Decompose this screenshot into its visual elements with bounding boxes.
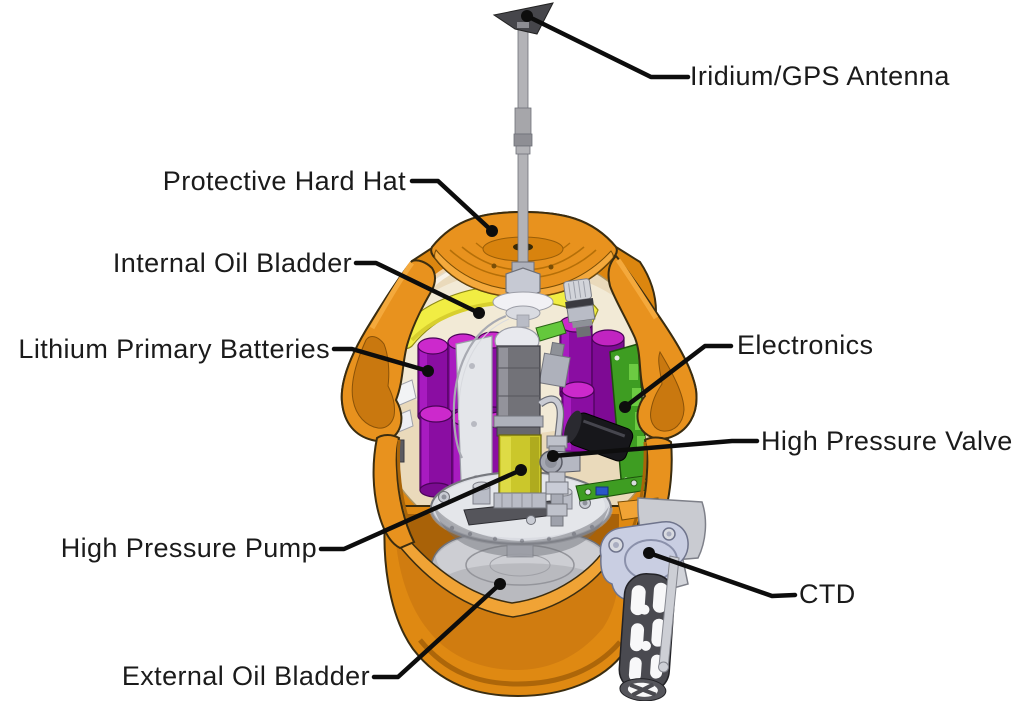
label-lithium-primary-batteries: Lithium Primary Batteries [18, 334, 330, 364]
antenna-cable [452, 314, 507, 459]
label-internal-oil-bladder: Internal Oil Bladder [112, 248, 352, 278]
leader-electronics [622, 343, 734, 410]
label-high-pressure-valve: High Pressure Valve [761, 426, 1013, 456]
leader-lines [318, 13, 798, 680]
black-sensor-cylinder [564, 410, 634, 462]
label-protective-hard-hat: Protective Hard Hat [162, 166, 406, 196]
label-high-pressure-pump: High Pressure Pump [60, 533, 317, 563]
ctd-cage [618, 573, 676, 701]
bottom-hull [383, 505, 648, 698]
label-external-oil-bladder: External Oil Bladder [121, 661, 370, 691]
leader-ctd [646, 550, 798, 599]
antenna-graphic [492, 2, 554, 328]
leader-dots [422, 10, 655, 590]
feedthrough-connector [563, 278, 596, 338]
ctd-graphic [599, 497, 707, 701]
label-electronics: Electronics [737, 330, 874, 360]
label-iridium-gps-antenna: Iridium/GPS Antenna [690, 61, 950, 91]
leader-pump [318, 467, 524, 552]
battery-cylinder [419, 405, 453, 498]
leader-external-bladder [371, 581, 503, 680]
leader-valve [550, 438, 760, 459]
leader-hard-hat [409, 178, 495, 234]
label-ctd: CTD [799, 579, 856, 609]
high-pressure-pump-graphic [493, 326, 571, 509]
leader-antenna [524, 13, 691, 80]
leader-internal-bladder [353, 260, 482, 316]
antenna-cable-highlight [458, 318, 510, 421]
leader-batteries [331, 346, 431, 374]
